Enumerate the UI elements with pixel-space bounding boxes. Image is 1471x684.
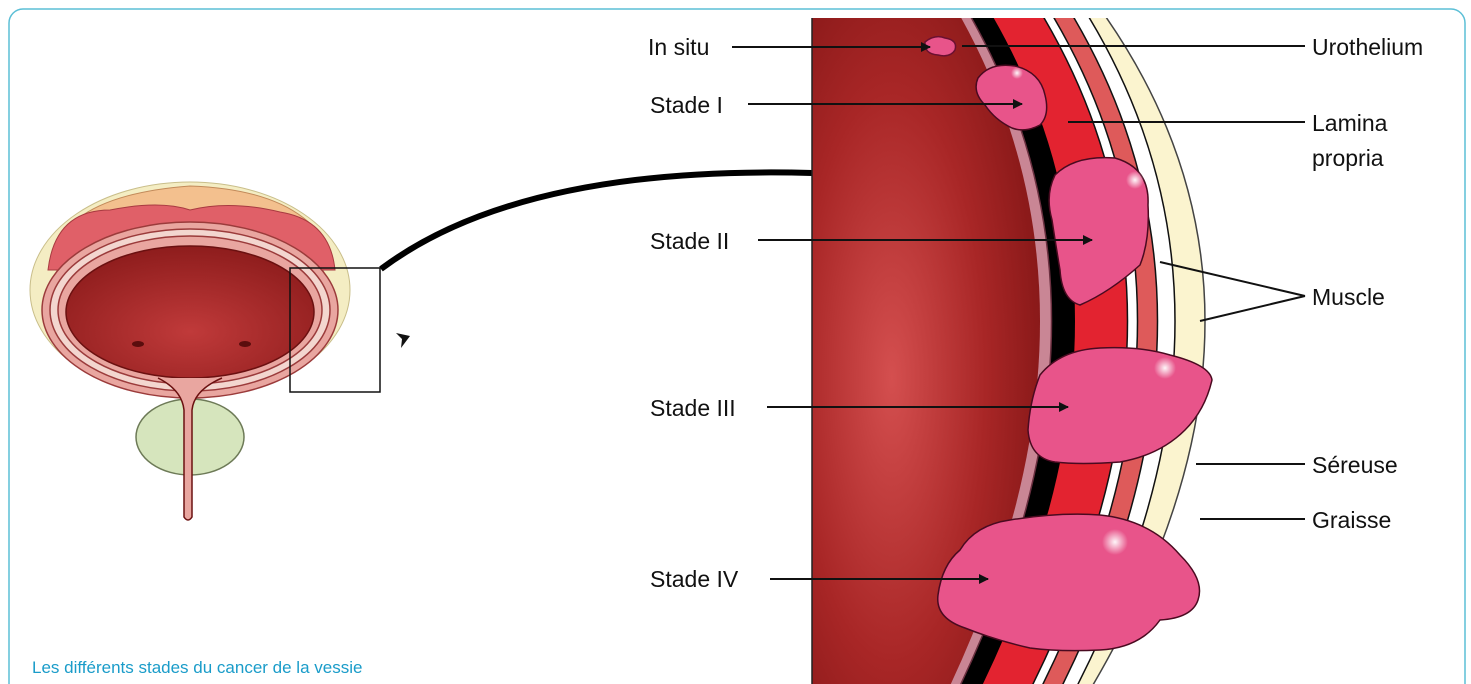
wall-section	[812, 0, 1212, 684]
label-sereuse: Séreuse	[1312, 452, 1398, 478]
ureter-orifice-right	[239, 341, 251, 347]
label-lamina-1: Lamina	[1312, 110, 1388, 136]
bladder-overview	[30, 182, 410, 520]
label-stade-2: Stade II	[650, 228, 729, 254]
label-stade-1: Stade I	[650, 92, 723, 118]
label-muscle: Muscle	[1312, 284, 1385, 310]
pointer-icon	[396, 333, 410, 348]
leader-muscle-2	[1200, 296, 1305, 321]
label-urothelium: Urothelium	[1312, 34, 1423, 60]
bladder-lumen	[66, 246, 314, 378]
figure-caption: Les différents stades du cancer de la ve…	[32, 658, 362, 677]
label-stade-3: Stade III	[650, 395, 736, 421]
label-in-situ: In situ	[648, 34, 709, 60]
label-lamina-2: propria	[1312, 145, 1384, 171]
label-stade-4: Stade IV	[650, 566, 739, 592]
label-graisse: Graisse	[1312, 507, 1391, 533]
ureter-orifice-left	[132, 341, 144, 347]
zoom-connector	[381, 172, 812, 269]
